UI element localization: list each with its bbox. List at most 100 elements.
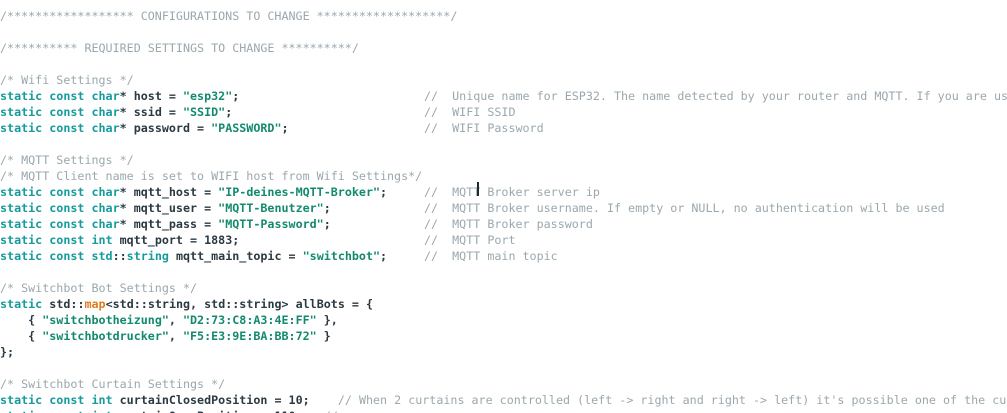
code-token (113, 393, 120, 407)
code-token: /* MQTT Client name is set to WIFI host … (0, 169, 423, 183)
code-token: "PASSWORD" (211, 121, 282, 135)
code-line[interactable]: /* MQTT Settings */ (0, 152, 134, 168)
code-token: ; (232, 89, 240, 103)
code-token: /********** REQUIRED SETTINGS TO CHANGE … (0, 41, 359, 55)
code-line[interactable]: static const char* password = "PASSWORD"… (0, 120, 289, 136)
code-token: /* Wifi Settings */ (0, 73, 134, 87)
code-line[interactable]: static const char* mqtt_host = "IP-deine… (0, 184, 387, 200)
code-line[interactable]: /* MQTT Client name is set to WIFI host … (0, 168, 422, 184)
code-token: 1883 (204, 233, 233, 247)
code-token: * (119, 121, 134, 135)
code-token: mqtt_pass (133, 217, 198, 231)
code-token: mqtt_main_topic (175, 249, 282, 263)
code-token: { (0, 329, 43, 343)
code-token: static const char (0, 105, 120, 119)
code-line[interactable]: }; (0, 344, 14, 360)
code-line[interactable]: static const char* host = "esp32"; (0, 88, 239, 104)
code-token: static const int (0, 409, 113, 413)
code-trailing-comment: // MQTT Broker server ip (424, 185, 600, 199)
code-token: "MQTT-Password" (218, 217, 324, 231)
code-line[interactable]: static const int curtainOpenPosition = 1… (0, 408, 366, 413)
code-token: }; (0, 345, 15, 359)
code-token: "SSID" (182, 105, 226, 119)
code-token: static const int (0, 233, 113, 247)
code-token: host (133, 89, 162, 103)
code-token: std (49, 297, 71, 311)
code-line[interactable]: static const int mqtt_port = 1883; (0, 232, 239, 248)
code-token: { (0, 313, 43, 327)
code-trailing-comment: // MQTT Broker username. If empty or NUL… (424, 201, 945, 215)
code-token: = (281, 249, 303, 263)
code-token: , (168, 313, 183, 327)
code-token: "F5:E3:9E:BA:BB:72" (182, 329, 317, 343)
code-token: /* Switchbot Curtain Settings */ (0, 377, 226, 391)
code-token: = { (344, 297, 374, 311)
code-token: static const char (0, 201, 120, 215)
code-line[interactable]: static const char* ssid = "SSID"; (0, 104, 232, 120)
code-token: static (0, 297, 43, 311)
code-line[interactable]: { "switchbotheizung", "D2:73:C8:A3:4E:FF… (0, 312, 338, 328)
code-token: } (316, 329, 331, 343)
code-token: mqtt_port (119, 233, 183, 247)
code-line[interactable]: static const char* mqtt_user = "MQTT-Ben… (0, 200, 331, 216)
code-token: static const char (0, 217, 120, 231)
code-token: /****************** CONFIGURATIONS TO CH… (0, 9, 458, 23)
code-trailing-comment: // WIFI SSID (424, 105, 516, 119)
code-token: = (182, 233, 205, 247)
code-token: * (119, 217, 134, 231)
code-token: mqtt_user (133, 201, 198, 215)
code-token: ; (225, 105, 233, 119)
code-line[interactable]: { "switchbotdrucker", "F5:E3:9E:BA:BB:72… (0, 328, 331, 344)
code-token: // When 2 curtains are controlled (left … (337, 393, 1007, 407)
code-trailing-comment: // MQTT Broker password (424, 217, 593, 231)
code-line[interactable]: /* Switchbot Curtain Settings */ (0, 376, 225, 392)
code-token: * (119, 89, 134, 103)
code-token: }, (316, 313, 338, 327)
code-token: curtainOpenPosition (120, 409, 254, 413)
code-token: = (161, 105, 183, 119)
code-token: "MQTT-Benutzer" (218, 201, 324, 215)
code-token: 10 (288, 393, 303, 407)
code-token: = (197, 217, 219, 231)
code-line[interactable]: /********** REQUIRED SETTINGS TO CHANGE … (0, 40, 359, 56)
code-line[interactable]: static const int curtainClosedPosition =… (0, 392, 1007, 408)
code-token (169, 249, 176, 263)
code-line[interactable]: static std::map<std::string, std::string… (0, 296, 373, 312)
code-trailing-comment: // MQTT Port (424, 233, 516, 247)
code-token (303, 409, 324, 413)
code-token: ; (380, 249, 388, 263)
code-line[interactable]: static const char* mqtt_pass = "MQTT-Pas… (0, 216, 331, 232)
code-token: ; (296, 409, 303, 413)
code-trailing-comment: // WIFI Password (424, 121, 544, 135)
code-token: // ... (324, 409, 366, 413)
code-token: :: (70, 297, 85, 311)
code-token: static const int (0, 393, 113, 407)
text-cursor-caret (477, 182, 479, 196)
code-token: ; (380, 185, 388, 199)
code-token: = (197, 185, 219, 199)
code-token: ; (232, 233, 240, 247)
code-token: = (267, 393, 289, 407)
code-line[interactable]: /****************** CONFIGURATIONS TO CH… (0, 8, 457, 24)
code-trailing-comment: // Unique name for ESP32. The name detec… (424, 89, 1007, 103)
code-token: = (197, 201, 219, 215)
code-token: "esp32" (182, 89, 233, 103)
code-token: curtainClosedPosition (119, 393, 268, 407)
code-token: "switchbotdrucker" (42, 329, 169, 343)
code-token (113, 233, 120, 247)
code-token: <std::string, std::string> (105, 297, 296, 311)
code-token: "switchbot" (302, 249, 381, 263)
code-token: map (84, 297, 106, 311)
code-token: ; (281, 121, 289, 135)
code-line[interactable]: /* Wifi Settings */ (0, 72, 134, 88)
code-token: ssid (133, 105, 162, 119)
code-token: ; (302, 393, 310, 407)
code-token: :: (112, 249, 127, 263)
code-token: = (161, 89, 183, 103)
code-token: /* MQTT Settings */ (0, 153, 134, 167)
code-token: ; (323, 217, 331, 231)
code-line[interactable]: /* Switchbot Bot Settings */ (0, 280, 197, 296)
code-token: /* Switchbot Bot Settings */ (0, 281, 198, 295)
code-line[interactable]: static const std::string mqtt_main_topic… (0, 248, 387, 264)
